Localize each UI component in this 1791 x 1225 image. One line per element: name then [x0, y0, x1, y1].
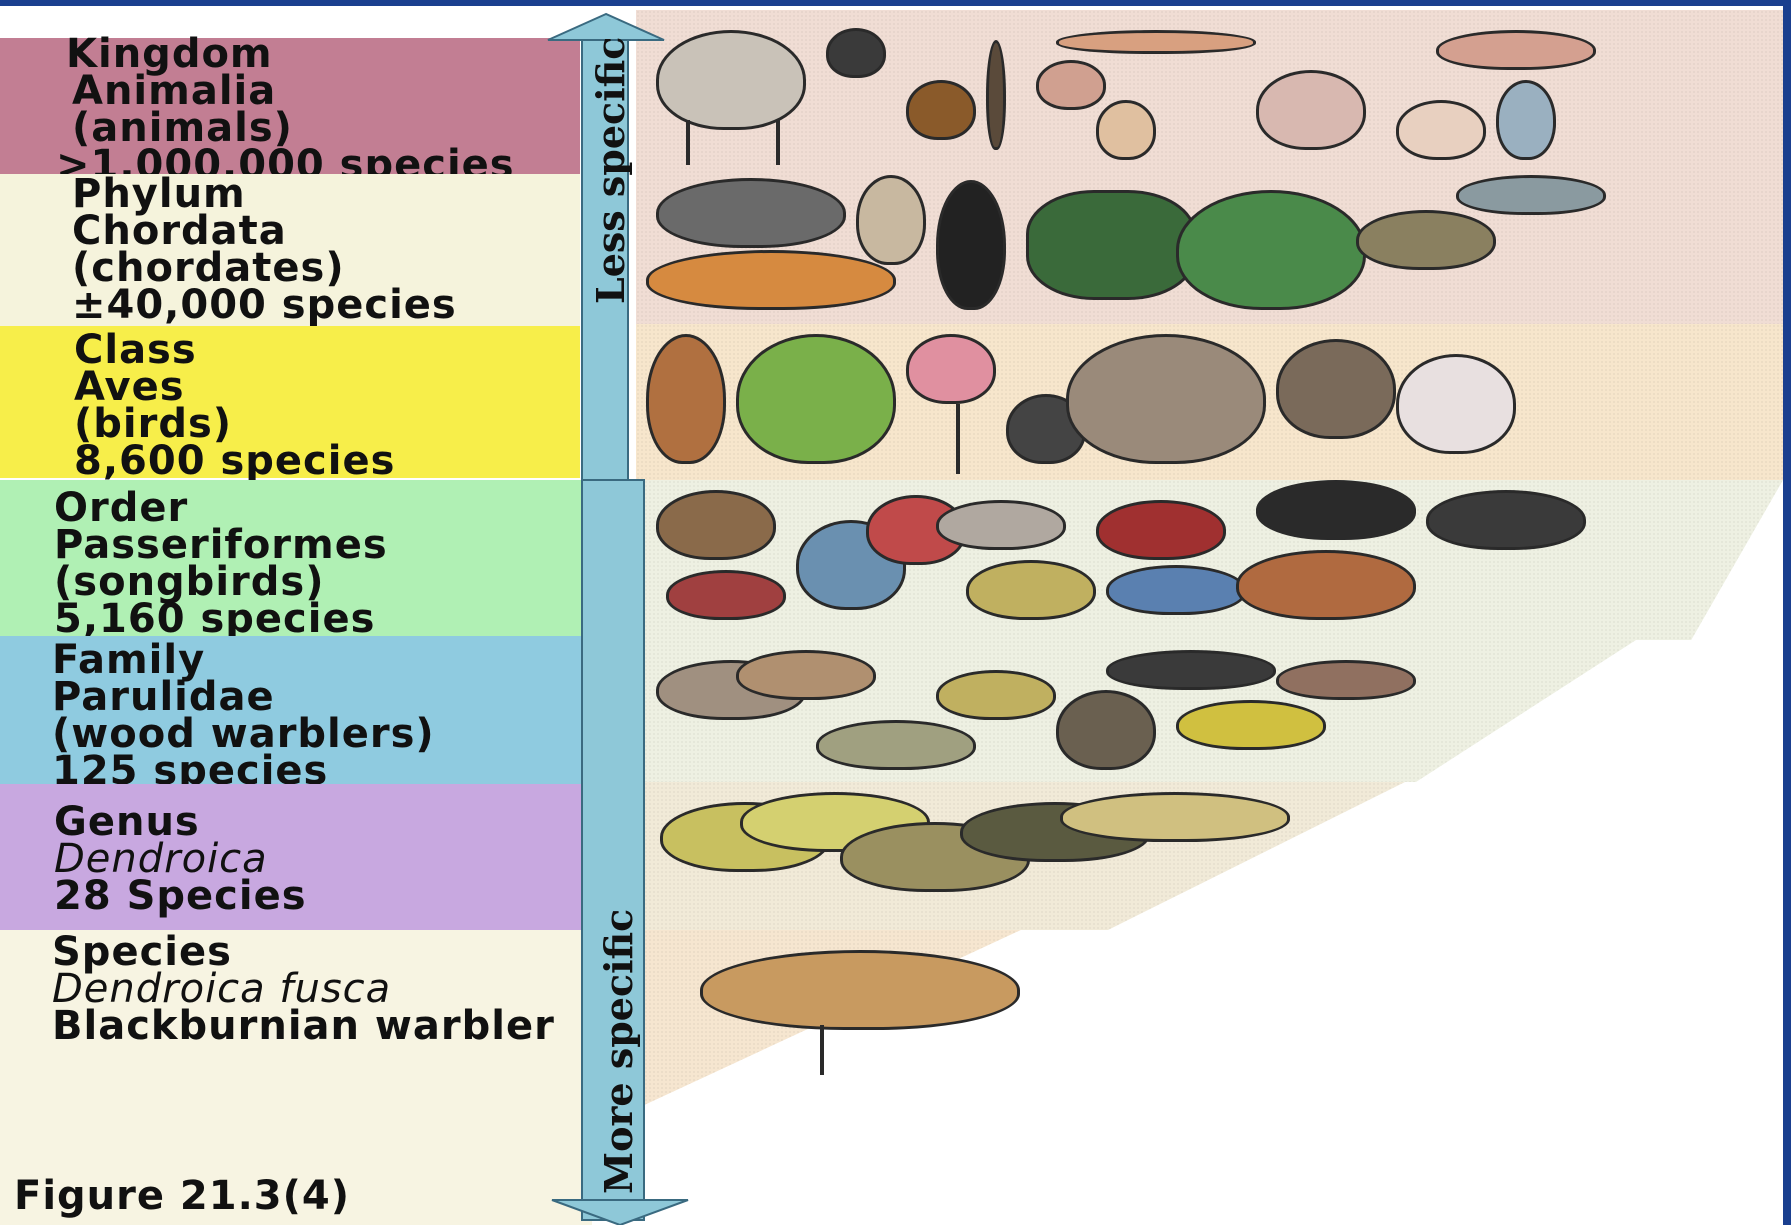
right-frame-bar [1783, 0, 1791, 1225]
figure-caption: Figure 21.3(4) [14, 1174, 350, 1218]
less-specific-label: Less specific [588, 37, 633, 304]
more-specific-label: More specific [596, 909, 641, 1194]
arrow-bottom-head [552, 1200, 688, 1225]
